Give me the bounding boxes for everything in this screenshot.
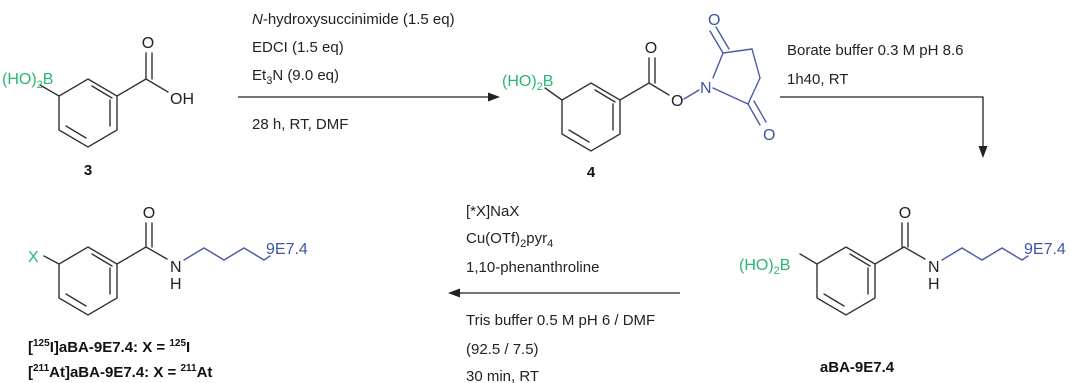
step-1-reagent-et3n: Et3N (9.0 eq) <box>252 67 339 87</box>
compound-4-nitrogen: N <box>700 80 712 97</box>
product-radiolabelled: X O N H 9E7.4 [125I]aBA-9E7.4: X = 125I … <box>28 205 308 381</box>
step-1-reagent-nhs: N-hydroxysuccinimide (1.5 eq) <box>252 11 455 28</box>
product-oxygen: O <box>143 205 155 222</box>
compound-4-ester-oxygen: O <box>671 93 683 110</box>
compound-aba-boronic-acid: (HO)2B <box>739 257 790 277</box>
compound-3-benzene-ring <box>58 78 118 148</box>
product-x-atom: X <box>28 249 39 266</box>
compound-4-ring-oxygen-top: O <box>708 12 720 29</box>
compound-aba-nitrogen: N <box>928 259 940 276</box>
product-nh-hydrogen: H <box>170 276 182 293</box>
compound-aba-c-b-bond <box>799 253 818 265</box>
product-nitrogen: N <box>170 259 182 276</box>
product-c-x-bond <box>43 255 60 265</box>
step-3-buffer: Tris buffer 0.5 M pH 6 / DMF <box>466 312 655 329</box>
step-3-time: 30 min, RT <box>466 368 539 383</box>
compound-4-label: 4 <box>587 164 596 181</box>
compound-aba-c-n-bond <box>903 246 926 260</box>
step-2-buffer: Borate buffer 0.3 M pH 8.6 <box>787 42 964 59</box>
product-bond-ring-carbonyl <box>116 246 147 265</box>
product-butyl-linker <box>183 247 271 261</box>
compound-3-c-b-bond <box>39 84 60 97</box>
step-2-arrow-head <box>978 146 988 158</box>
compound-3-hydroxyl: OH <box>170 91 194 108</box>
step-3-arrow-head <box>448 288 460 298</box>
compound-4-c-b-bond <box>544 87 563 101</box>
step-3-reagent-cu: Cu(OTf)2pyr4 <box>466 230 553 250</box>
product-benzene-ring <box>58 246 118 316</box>
compound-4: (HO)2B O O N O O 4 <box>502 12 775 181</box>
step-2: Borate buffer 0.3 M pH 8.6 1h40, RT <box>780 42 988 158</box>
step-3-ratio: (92.5 / 7.5) <box>466 341 539 358</box>
compound-3-label: 3 <box>84 162 92 179</box>
compound-4-o-n-bond <box>683 89 700 100</box>
compound-4-carbonyl-oxygen: O <box>645 40 657 57</box>
compound-3-c-oh-bond <box>145 78 169 93</box>
product-antibody: 9E7.4 <box>266 241 308 258</box>
compound-3-oxygen: O <box>142 35 154 52</box>
compound-4-boronic-acid: (HO)2B <box>502 73 553 93</box>
step-3-reagent-phen: 1,10-phenanthroline <box>466 259 599 276</box>
product-label-iodine: [125I]aBA-9E7.4: X = 125I <box>28 338 190 356</box>
compound-aba-oxygen: O <box>899 205 911 222</box>
compound-4-succinimide-ring <box>709 26 767 126</box>
step-3-reagent-nax: [*X]NaX <box>466 203 519 220</box>
compound-4-benzene-ring <box>561 82 621 152</box>
compound-aba-label: aBA-9E7.4 <box>820 359 895 376</box>
compound-4-ring-oxygen-bottom: O <box>763 127 775 144</box>
product-label-astatine: [211At]aBA-9E7.4: X = 211At <box>28 363 212 381</box>
compound-aba-bond-ring-carbonyl <box>874 246 905 265</box>
compound-4-c-o-bond <box>648 82 670 96</box>
compound-aba-antibody: 9E7.4 <box>1024 241 1066 258</box>
step-1-reagent-edci: EDCI (1.5 eq) <box>252 39 344 56</box>
compound-3-bond-ring-carbonyl <box>116 78 147 97</box>
compound-aba-benzene-ring <box>816 246 876 316</box>
compound-3-boronic-acid: (HO)2B <box>2 71 53 91</box>
step-1: N-hydroxysuccinimide (1.5 eq) EDCI (1.5 … <box>238 11 500 133</box>
compound-4-bond-ring-carbonyl <box>619 82 650 101</box>
step-2-arrow-shaft <box>780 96 984 150</box>
compound-aba-nh-hydrogen: H <box>928 276 940 293</box>
step-1-arrow-head <box>488 92 500 102</box>
compound-aba-9e7-4: (HO)2B O N H 9E7.4 aBA-9E7.4 <box>739 205 1066 376</box>
step-1-conditions: 28 h, RT, DMF <box>252 116 348 133</box>
step-2-time: 1h40, RT <box>787 71 848 88</box>
compound-aba-butyl-linker <box>941 247 1029 261</box>
compound-3: O OH (HO)2B 3 <box>2 35 194 179</box>
product-c-n-bond <box>145 246 168 260</box>
step-3: [*X]NaX Cu(OTf)2pyr4 1,10-phenanthroline… <box>448 203 680 383</box>
